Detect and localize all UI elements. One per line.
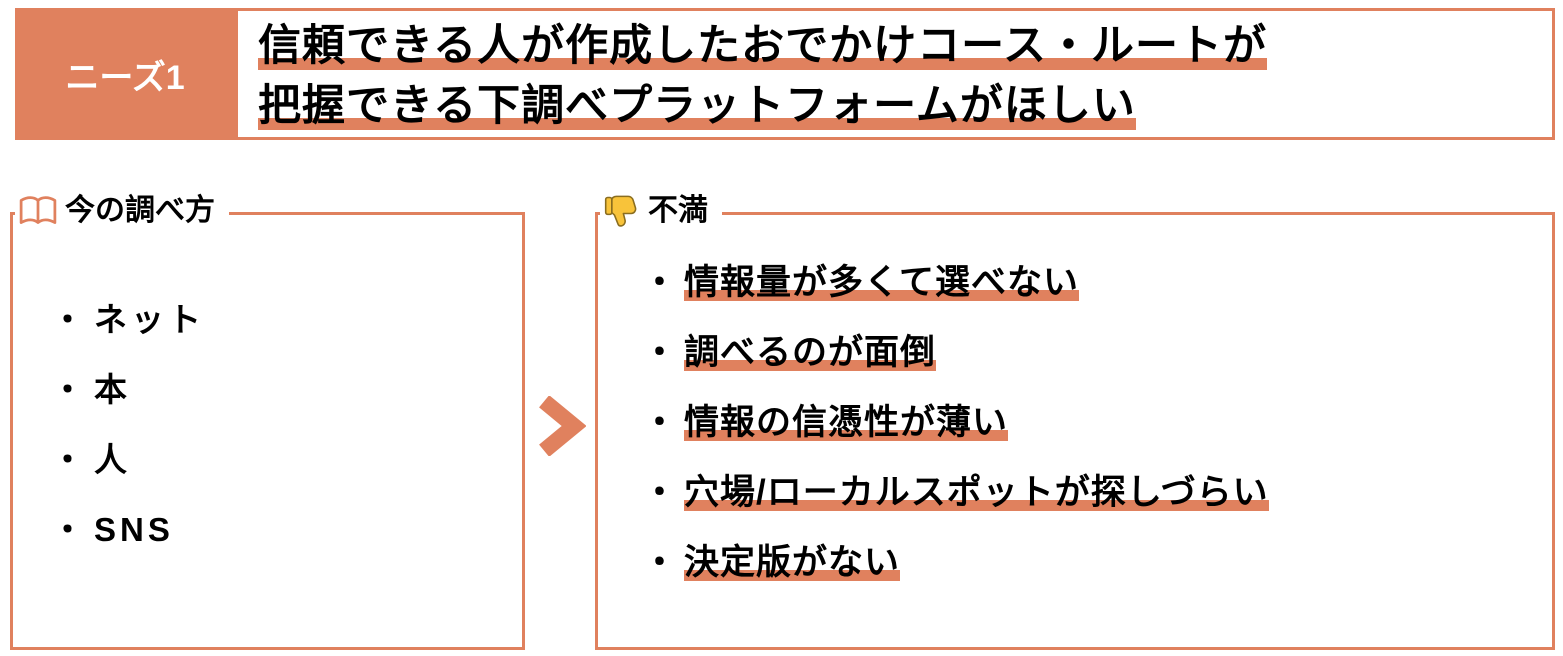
list-item: ・SNS — [51, 511, 522, 549]
thumbs-down-icon — [604, 193, 640, 229]
list-item: ・情報の信憑性が薄い — [642, 401, 1552, 444]
title-box: 信頼できる人が作成したおでかけコース・ルートが 把握できる下調べプラットフォーム… — [235, 8, 1555, 140]
dissatisfaction-label: 不満 — [600, 189, 722, 233]
list-item: ・調べるのが面倒 — [642, 331, 1552, 374]
bullet: ・ — [642, 403, 679, 442]
bullet: ・ — [642, 263, 679, 302]
current-methods-label: 今の調べ方 — [15, 189, 229, 233]
page-title-text-2: 把握できる下調べプラットフォームがほしい — [258, 82, 1136, 130]
page-title-line: 把握できる下調べプラットフォームがほしい — [258, 76, 1542, 136]
bullet: ・ — [51, 371, 88, 408]
chevron-right-icon — [534, 396, 586, 456]
list-item: ・決定版がない — [642, 541, 1552, 584]
dissatisfaction-panel: 不満 ・情報量が多くて選べない ・調べるのが面倒 ・情報の信憑性が薄い ・穴場/… — [595, 189, 1555, 650]
list-item: ・ネット — [51, 301, 522, 339]
bullet: ・ — [642, 543, 679, 582]
header: ニーズ1 信頼できる人が作成したおでかけコース・ルートが 把握できる下調べプラッ… — [15, 8, 1555, 140]
open-book-icon — [19, 195, 57, 227]
needs-badge: ニーズ1 — [15, 8, 235, 140]
bullet: ・ — [51, 511, 88, 548]
list-item: ・穴場/ローカルスポットが探しづらい — [642, 471, 1552, 514]
bullet: ・ — [51, 441, 88, 478]
current-methods-label-text: 今の調べ方 — [65, 194, 215, 227]
page-title-line: 信頼できる人が作成したおでかけコース・ルートが — [258, 16, 1542, 76]
list-item-text: 調べるのが面倒 — [684, 333, 937, 372]
list-item-text: ネット — [94, 301, 205, 338]
bullet: ・ — [51, 301, 88, 338]
list-item-text: 本 — [94, 371, 131, 408]
list-item: ・本 — [51, 371, 522, 409]
list-item-text: 穴場/ローカルスポットが探しづらい — [684, 473, 1269, 512]
list-item-text: 情報の信憑性が薄い — [684, 403, 1009, 442]
current-methods-list: ・ネット ・本 ・人 ・SNS — [13, 215, 522, 549]
list-item-text: 人 — [94, 441, 131, 478]
current-methods-panel: 今の調べ方 ・ネット ・本 ・人 ・SNS — [10, 189, 525, 650]
bullet: ・ — [642, 473, 679, 512]
list-item: ・情報量が多くて選べない — [642, 261, 1552, 304]
page-title-text-1: 信頼できる人が作成したおでかけコース・ルートが — [258, 22, 1267, 70]
bullet: ・ — [642, 333, 679, 372]
dissatisfaction-label-text: 不満 — [648, 194, 708, 227]
list-item-text: 情報量が多くて選べない — [684, 263, 1079, 302]
list-item-text: SNS — [94, 511, 174, 548]
dissatisfaction-list: ・情報量が多くて選べない ・調べるのが面倒 ・情報の信憑性が薄い ・穴場/ローカ… — [598, 215, 1552, 584]
list-item-text: 決定版がない — [684, 543, 901, 582]
list-item: ・人 — [51, 441, 522, 479]
